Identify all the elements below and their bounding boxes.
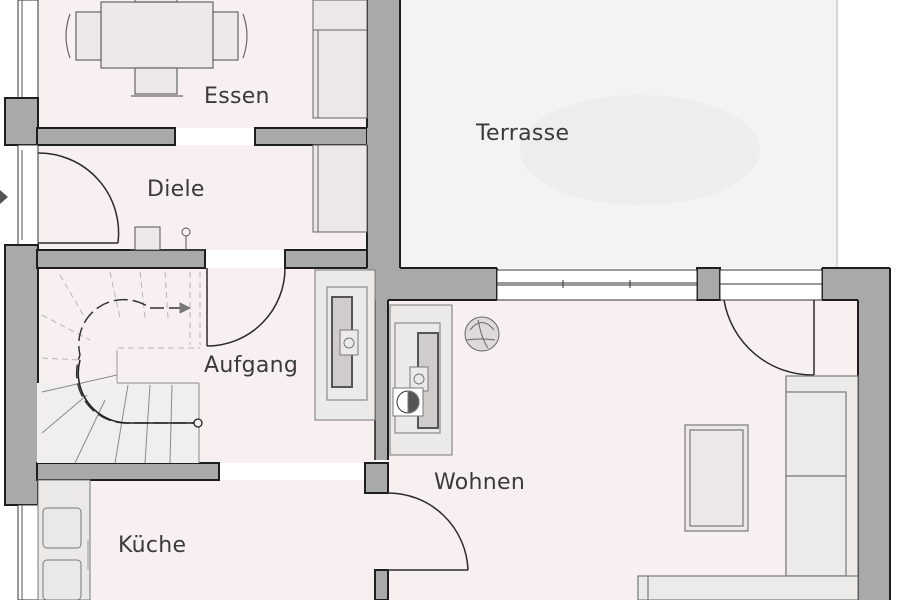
- fireplace-units: [314, 269, 453, 456]
- diele-fixtures: [130, 226, 205, 251]
- sofa: [637, 375, 859, 600]
- room-label-essen: Essen: [204, 84, 270, 109]
- walls: [4, 0, 891, 600]
- entrance-arrow-icon: [0, 190, 8, 204]
- room-label-aufgang: Aufgang: [204, 353, 299, 378]
- staircase: [37, 271, 203, 464]
- room-label-diele: Diele: [147, 177, 205, 202]
- cabinets: [312, 0, 368, 233]
- terrace-windows: [496, 269, 823, 301]
- stair-direction-arrow-icon: [179, 302, 192, 314]
- room-label-kueche: Küche: [118, 533, 187, 558]
- terrace-area: [400, 0, 838, 268]
- room-label-wohnen: Wohnen: [434, 470, 526, 495]
- dining-table: [65, 0, 248, 97]
- room-label-terrasse: Terrasse: [476, 121, 570, 146]
- kitchen-counter: [37, 479, 91, 600]
- coffee-table: [684, 424, 749, 532]
- door-swings: [37, 152, 815, 571]
- plant-icon: [464, 316, 500, 352]
